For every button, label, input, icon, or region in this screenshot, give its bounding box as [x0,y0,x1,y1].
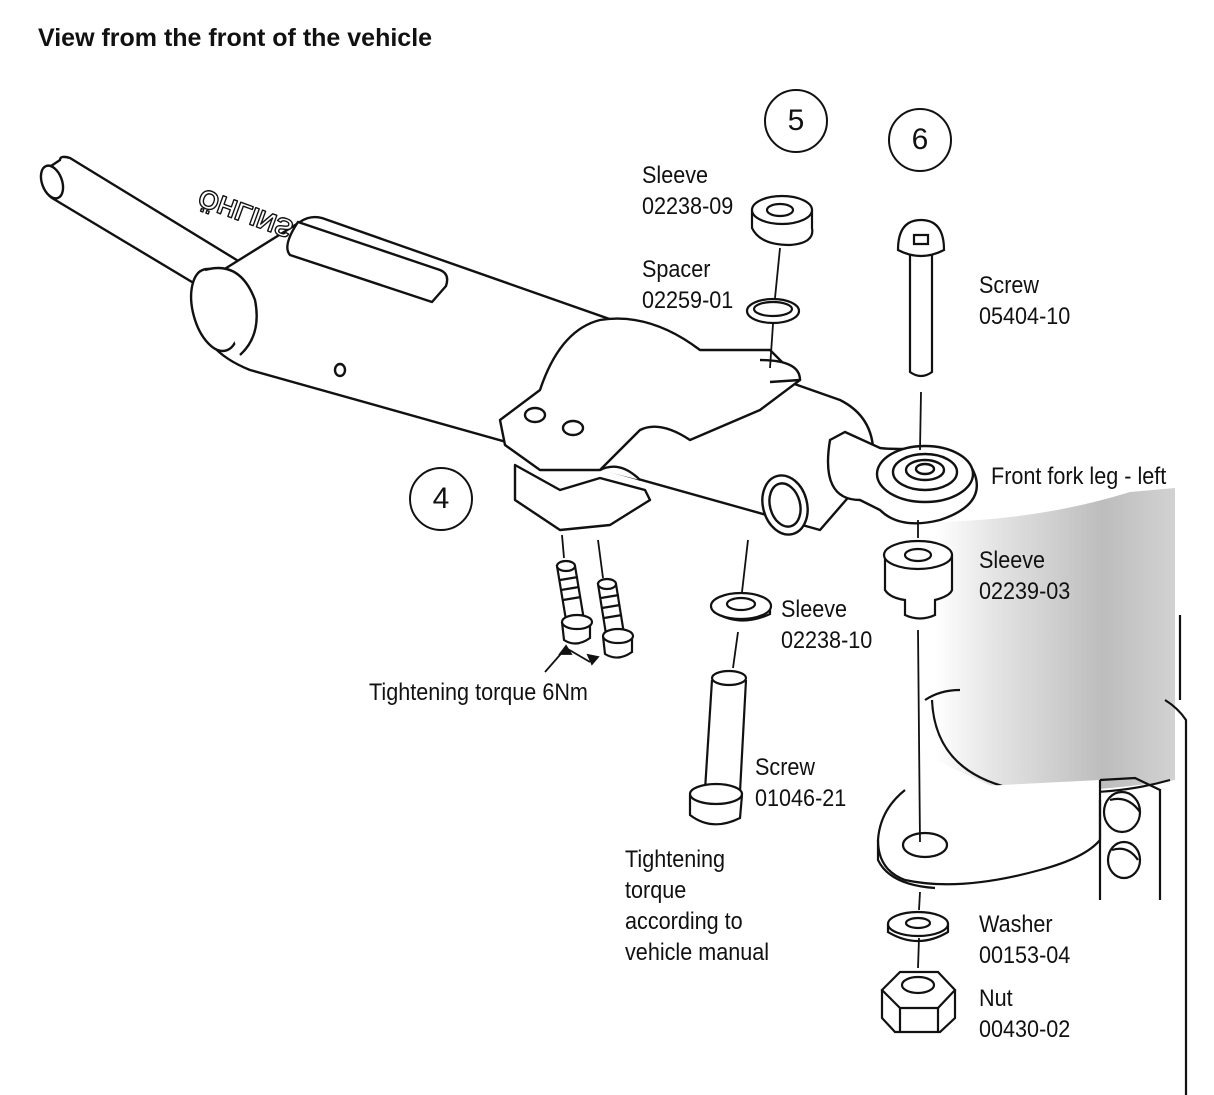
label-part-number: 00153-04 [979,942,1071,969]
label-line: torque [625,877,687,904]
washer-00153-04 [886,910,950,942]
brand-mark: ÖHLINS [194,183,297,245]
sleeve-02238-10 [709,591,773,622]
label-sleeve-02239-03: Sleeve 02239-03 [979,545,1070,607]
screw-05404-10 [896,218,946,378]
sleeve-02239-03 [882,539,954,620]
label-line: Tightening [625,846,726,873]
step-number-6: 6 [888,108,952,172]
label-sleeve-02238-10: Sleeve 02238-10 [781,594,872,656]
front-fork-leg [876,488,1188,1095]
label-name: Sleeve [979,547,1046,574]
label-sleeve-02238-09: Sleeve 02238-09 [642,160,733,222]
step-number-4: 4 [409,467,473,531]
label-line: vehicle manual [625,939,770,966]
label-line: according to [625,908,743,935]
label-screw-01046-21: Screw 01046-21 [755,752,846,814]
label-name: Washer [979,911,1053,938]
label-spacer-02259-01: Spacer 02259-01 [642,254,733,316]
label-front-fork-leg: Front fork leg - left [991,461,1166,492]
label-part-number: 01046-21 [755,785,847,812]
screw-01046-21 [688,669,748,826]
spacer-02259-01 [745,297,801,325]
step-number-5: 5 [764,89,828,153]
clamp-screws [555,559,635,659]
label-nut-00430-02: Nut 00430-02 [979,983,1070,1045]
label-torque-manual: Tightening torque according to vehicle m… [625,844,769,968]
assembly-lines [544,247,922,969]
nut-00430-02 [880,970,957,1034]
sleeve-02238-09 [750,194,814,247]
label-name: Front fork leg - left [991,463,1167,490]
label-torque-6nm: Tightening torque 6Nm [369,677,588,708]
label-washer-00153-04: Washer 00153-04 [979,909,1070,971]
label-name: Screw [755,754,816,781]
label-screw-05404-10: Screw 05404-10 [979,270,1070,332]
label-part-number: 00430-02 [979,1016,1071,1043]
label-part-number: 02238-10 [781,627,873,654]
label-name: Spacer [642,256,711,283]
rod-end-eye [826,430,978,525]
label-name: Sleeve [642,162,709,189]
label-name: Tightening torque 6Nm [369,679,588,706]
clamp-block [498,317,802,532]
label-part-number: 02259-01 [642,287,734,314]
label-part-number: 02239-03 [979,578,1071,605]
label-name: Screw [979,272,1040,299]
label-part-number: 02238-09 [642,193,734,220]
page-title: View from the front of the vehicle [38,24,433,52]
label-part-number: 05404-10 [979,303,1071,330]
label-name: Sleeve [781,596,848,623]
label-name: Nut [979,985,1013,1012]
